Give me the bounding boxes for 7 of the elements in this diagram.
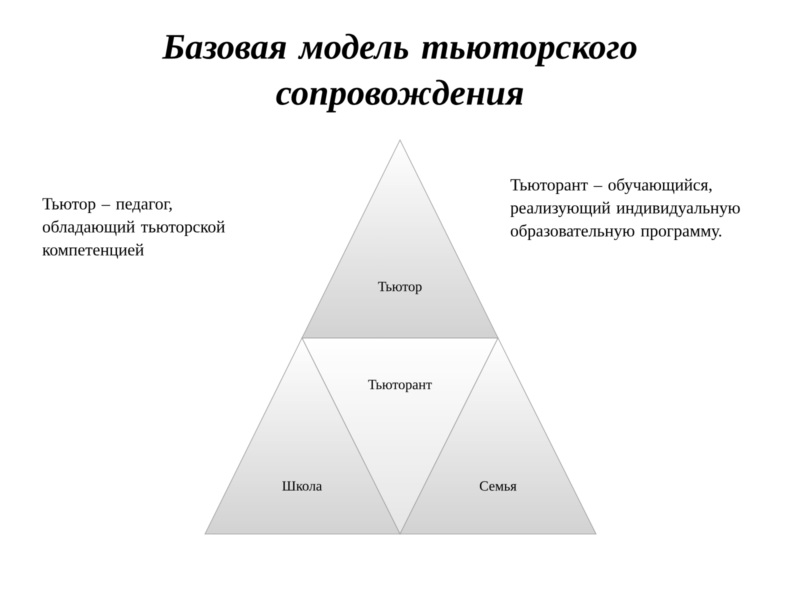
- segment-label: Семья: [480, 481, 516, 491]
- description-text: Тьюторант – обучающийся, реализующий индивидуальную образовательную программу.: [510, 178, 740, 240]
- title: Базовая модель тьюторского сопровождения: [162, 34, 636, 112]
- description-text: Тьютор – педагог, обладающий тьюторской компетенцией: [42, 198, 225, 259]
- segment-label: Тьютор: [378, 282, 422, 294]
- segment-label: Тьюторант: [368, 380, 432, 392]
- segment-label: Школа: [282, 481, 322, 491]
